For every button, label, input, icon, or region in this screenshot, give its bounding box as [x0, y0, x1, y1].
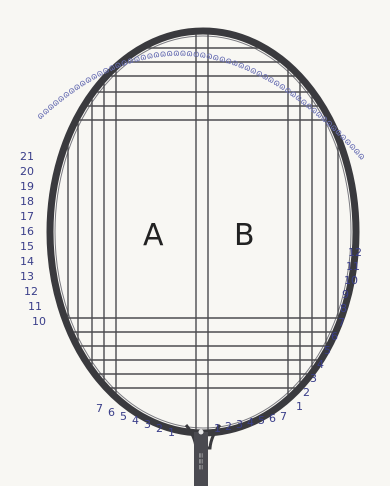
hole-number-right: 5 [324, 344, 331, 357]
hole-number-right: 2 [303, 386, 310, 399]
hole-number-bottom-right: 5 [258, 414, 265, 427]
hole-number-bottom-right: 3 [236, 418, 243, 431]
section-label-b: B [234, 218, 255, 253]
hole-number-right: 4 [317, 358, 324, 371]
hole-number-bottom-left: 5 [120, 410, 127, 423]
hole-number-left: 14 [20, 255, 34, 268]
hole-number-right: 9 [342, 288, 349, 301]
hole-number-bottom-left: 7 [96, 402, 103, 415]
shaft-marking: ≡≡≡ [197, 452, 205, 470]
hole-number-right: 12 [348, 246, 362, 259]
shaft-dot [199, 430, 204, 435]
hole-number-bottom-left: 2 [156, 422, 163, 435]
hole-number-left: 15 [20, 240, 34, 253]
hole-number-right: 8 [340, 302, 347, 315]
hole-number-right: 11 [346, 260, 360, 273]
racket-frame-inner [55, 36, 351, 428]
hole-number-bottom-left: 1 [168, 426, 175, 439]
section-label-a: A [143, 218, 164, 253]
hole-number-left: 21 [20, 150, 34, 163]
hole-number-left: 13 [20, 270, 34, 283]
hole-number-bottom-right: 4 [247, 416, 254, 429]
hole-number-left: 20 [20, 165, 34, 178]
hole-number-right: 1 [296, 400, 303, 413]
hole-number-bottom-left: 3 [144, 418, 151, 431]
hole-number-right: 3 [310, 372, 317, 385]
hole-number-left: 18 [20, 195, 34, 208]
hole-number-left: 16 [20, 225, 34, 238]
hole-number-left: 11 [28, 300, 42, 313]
hole-number-bottom-right: 6 [269, 412, 276, 425]
hole-number-bottom-left: 6 [108, 406, 115, 419]
main-strings [68, 20, 338, 440]
hole-number-bottom-right: 7 [280, 410, 287, 423]
hole-number-left: 19 [20, 180, 34, 193]
hole-number-bottom-right: 2 [225, 420, 232, 433]
hole-number-right: 6 [331, 330, 338, 343]
hole-number-bottom-left: 4 [132, 414, 139, 427]
hole-number-right: 10 [344, 274, 358, 287]
hole-number-right: 7 [338, 316, 345, 329]
hole-number-bottom-right: 1 [214, 422, 221, 435]
hole-number-left: 10 [32, 315, 46, 328]
hole-number-left: 12 [24, 285, 38, 298]
hole-number-left: 17 [20, 210, 34, 223]
